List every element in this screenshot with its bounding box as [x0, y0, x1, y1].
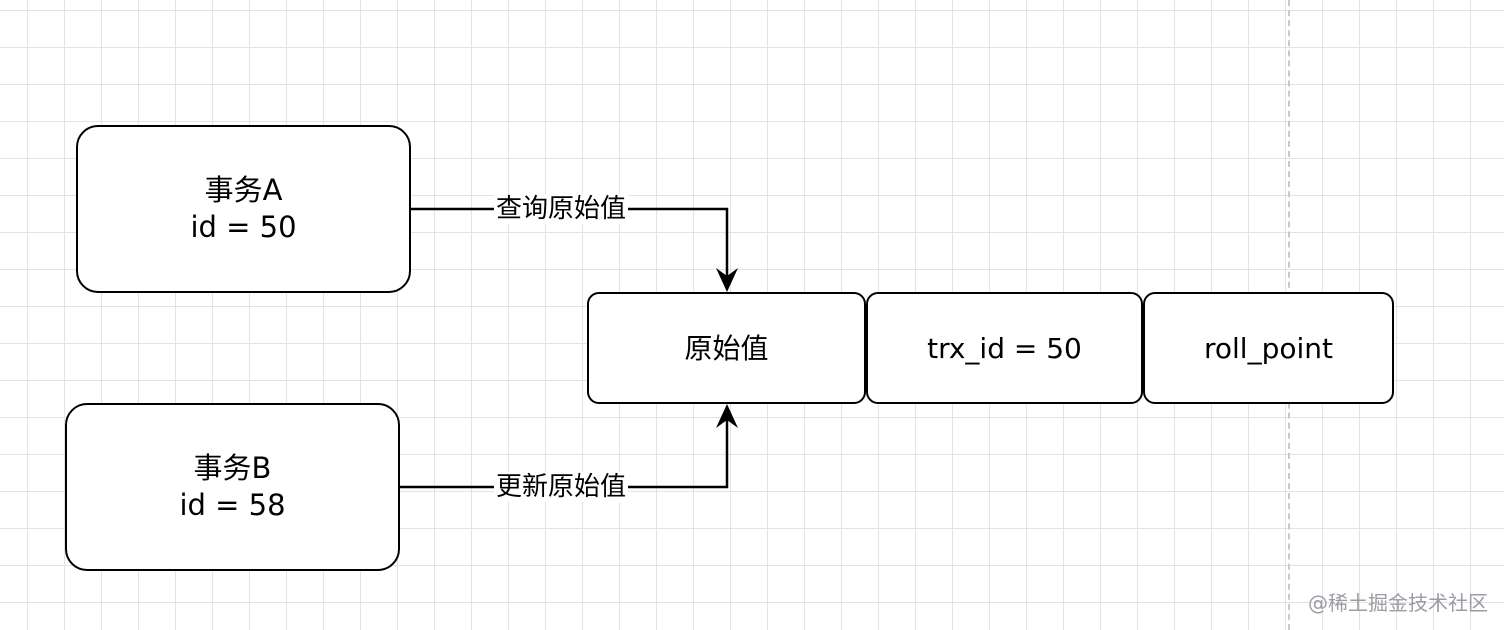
edge-update-label: 更新原始值 — [494, 472, 629, 502]
transaction-b-node[interactable]: 事务B id = 58 — [65, 403, 400, 571]
transaction-a-title: 事务A — [204, 173, 283, 207]
record-roll-point-cell[interactable]: roll_point — [1143, 292, 1394, 404]
edge-query-label: 查询原始值 — [494, 194, 629, 224]
record-trx-id-cell[interactable]: trx_id = 50 — [866, 292, 1143, 404]
edge-update-arrowhead — [716, 404, 738, 428]
record-trx-id-text: trx_id = 50 — [927, 331, 1082, 365]
edge-query-arrowhead — [716, 268, 738, 292]
transaction-b-id: id = 58 — [179, 488, 286, 522]
watermark-text: @稀土掘金技术社区 — [1308, 591, 1488, 615]
transaction-a-id: id = 50 — [190, 210, 297, 244]
transaction-b-title: 事务B — [193, 451, 272, 485]
record-roll-point-text: roll_point — [1204, 331, 1333, 365]
record-original-value-text: 原始值 — [684, 331, 769, 365]
record-original-value-cell[interactable]: 原始值 — [587, 292, 866, 404]
transaction-a-node[interactable]: 事务A id = 50 — [76, 125, 411, 293]
